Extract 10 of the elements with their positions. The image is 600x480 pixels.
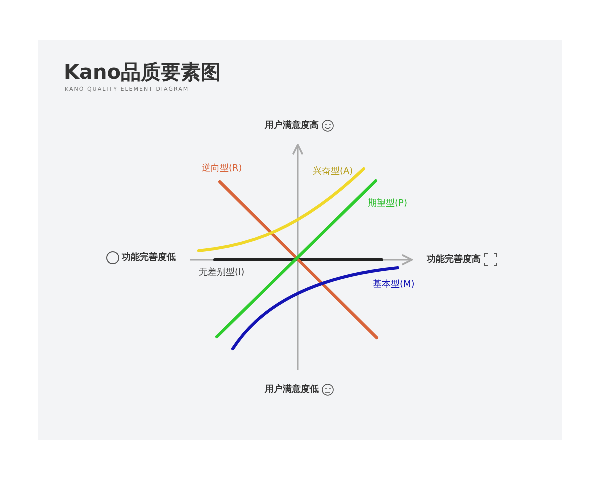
title: Kano品质要素图 [64,60,221,84]
axis-label: 功能完善度低 [122,253,176,264]
axis-label: 用户满意度高 [265,121,319,132]
curve-label: 逆向型(R) [202,164,242,175]
axis-label: 用户满意度低 [265,385,319,396]
curve-label: 基本型(M) [373,280,415,291]
curve-label: 无差别型(I) [199,268,245,279]
curve-label: 兴奋型(A) [313,167,354,178]
curve-label: 期望型(P) [368,199,408,210]
axis-label: 功能完善度高 [427,255,481,266]
